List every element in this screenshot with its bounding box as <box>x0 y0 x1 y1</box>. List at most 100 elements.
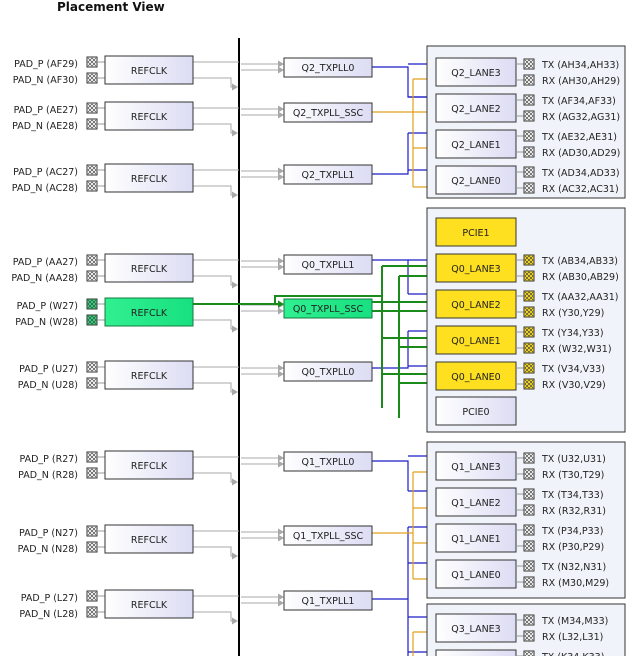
lane-block[interactable] <box>435 289 517 319</box>
pll-block[interactable] <box>283 451 373 472</box>
refclk-group[interactable]: PAD_P (AC27)PAD_N (AC28)REFCLK <box>12 163 194 194</box>
pll-group[interactable]: Q1_TXPLL0 <box>283 451 373 472</box>
lane-block[interactable] <box>435 165 517 195</box>
pll-group[interactable]: Q2_TXPLL1 <box>283 164 373 185</box>
pad-p-label: PAD_P (AE27) <box>14 105 78 116</box>
pll-group[interactable]: Q1_TXPLL_SSC <box>283 525 373 546</box>
pcie1-block[interactable] <box>435 217 517 247</box>
lane-block[interactable] <box>435 253 517 283</box>
refclk-block[interactable] <box>104 163 194 193</box>
pcie1-label: PCIE1 <box>462 228 489 239</box>
refclk-block[interactable] <box>104 297 194 327</box>
pad-cross-icon <box>524 255 534 265</box>
lane-block[interactable] <box>435 487 517 517</box>
pad-cross-icon <box>524 271 534 281</box>
refclk-group[interactable]: PAD_P (L27)PAD_N (L28)REFCLK <box>19 589 194 620</box>
refclk-group[interactable]: PAD_P (R27)PAD_N (R28)REFCLK <box>18 450 194 481</box>
refclk-block[interactable] <box>104 253 194 283</box>
refclk-block[interactable] <box>104 360 194 390</box>
refclk-block[interactable] <box>104 450 194 480</box>
pll-group[interactable]: Q0_TXPLL0 <box>283 361 373 382</box>
refclk-group[interactable]: PAD_P (AA27)PAD_N (AA28)REFCLK <box>11 253 194 284</box>
pll-block[interactable] <box>283 254 373 275</box>
pll-group[interactable]: Q0_TXPLL1 <box>283 254 373 275</box>
blue-wire <box>372 460 409 491</box>
rx-pad-icon <box>523 576 535 588</box>
pad-cross-icon <box>87 607 97 617</box>
pad-p-label: PAD_P (AC27) <box>13 167 78 178</box>
pll-group[interactable]: Q2_TXPLL_SSC <box>283 102 373 123</box>
refclk-label: REFCLK <box>131 174 168 185</box>
lane-label: Q2_LANE2 <box>451 104 500 115</box>
wire-arrow-icon <box>232 478 238 486</box>
pll-block[interactable] <box>283 102 373 123</box>
pcie0-block[interactable] <box>435 396 517 426</box>
refclk-group[interactable]: PAD_P (AE27)PAD_N (AE28)REFCLK <box>12 101 194 132</box>
lane-label: Q2_LANE0 <box>451 176 500 187</box>
blue-wire <box>372 527 409 600</box>
lane-block[interactable] <box>435 93 517 123</box>
lane-block[interactable] <box>435 613 517 643</box>
pll-label: Q0_TXPLL_SSC <box>293 304 364 315</box>
pad-n-label: PAD_N (R28) <box>18 470 78 481</box>
lane-block[interactable] <box>435 451 517 481</box>
pll-block[interactable] <box>283 590 373 611</box>
refclk-out-wire <box>193 185 236 196</box>
pll-group[interactable]: Q0_TXPLL_SSC <box>283 298 373 319</box>
refclk-group[interactable]: PAD_P (U27)PAD_N (U28)REFCLK <box>18 360 194 391</box>
pll-group[interactable]: Q2_TXPLL0 <box>283 57 373 78</box>
wire-arrow-icon <box>232 129 238 137</box>
pad-cross-icon <box>87 542 97 552</box>
refclk-block[interactable] <box>104 55 194 85</box>
pll-label: Q2_TXPLL_SSC <box>293 108 364 119</box>
refclk-group[interactable]: PAD_P (W27)PAD_N (W28)REFCLK <box>15 297 194 328</box>
pll-group[interactable]: Q1_TXPLL1 <box>283 590 373 611</box>
rx-label: RX (AC32,AC31) <box>542 184 619 195</box>
lane-block[interactable] <box>435 325 517 355</box>
lane-block[interactable] <box>435 361 517 391</box>
refclk-out-wire <box>193 123 236 134</box>
pad-cross-icon <box>524 131 534 141</box>
refclk-group[interactable]: PAD_P (N27)PAD_N (N28)REFCLK <box>18 524 194 555</box>
refclk-block[interactable] <box>104 524 194 554</box>
lane-block[interactable] <box>435 559 517 589</box>
blue-wire <box>372 331 409 369</box>
pll-block[interactable] <box>283 525 373 546</box>
lane-block[interactable] <box>435 649 517 656</box>
tx-pad-icon <box>523 58 535 70</box>
wire-arrow-icon <box>232 552 238 560</box>
lane-block[interactable] <box>435 57 517 87</box>
pll-block[interactable] <box>283 361 373 382</box>
pll-block[interactable] <box>283 298 373 319</box>
refclk-block[interactable] <box>104 589 194 619</box>
pad-p-label: PAD_P (U27) <box>19 364 78 375</box>
lane-block[interactable] <box>435 129 517 159</box>
pll-block[interactable] <box>283 164 373 185</box>
refclk-group[interactable]: PAD_P (AF29)PAD_N (AF30)REFCLK <box>13 55 194 86</box>
pad-n-label: PAD_N (N28) <box>18 544 78 555</box>
pll-block[interactable] <box>283 57 373 78</box>
wire-arrow-icon <box>278 370 284 378</box>
rx-pad-icon <box>523 342 535 354</box>
lane-block[interactable] <box>435 523 517 553</box>
pad-cross-icon <box>524 577 534 587</box>
rx-label: RX (W32,W31) <box>542 344 612 355</box>
page-title: Placement View <box>57 0 165 14</box>
refclk-block[interactable] <box>104 101 194 131</box>
